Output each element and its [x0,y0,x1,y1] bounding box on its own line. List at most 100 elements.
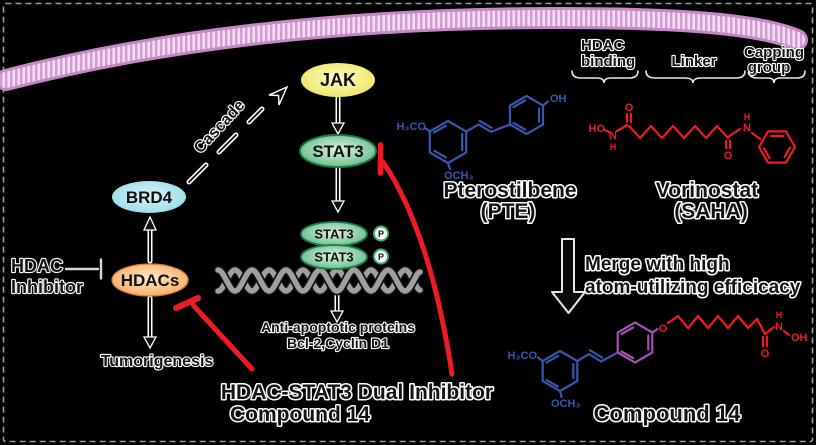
arrow-dna-genes-head-icon [329,310,345,324]
phospho-top-label: P [378,229,384,239]
anti-apoptotic-line2: Bcl-2,Cyclin D1 [287,335,389,351]
arrow-hdacs-tumor-head-icon [142,336,158,350]
c14-n-label: N [775,321,783,333]
pte-methoxy-top-label: H₃CO [396,121,426,133]
dna-strand-a [215,267,423,294]
brd4-node [112,181,186,213]
saha-name: Vorinostat [656,179,758,202]
pterostilbene-structure: H₃CO OCH₃ OH [396,93,566,182]
stat3-dimer-top-label: STAT3 [314,227,353,242]
tumorigenesis-label: Tumorigenesis [101,353,214,370]
saha-n-ring-bond [750,131,762,141]
c14-methoxy-top-label: H₃CO [507,350,537,362]
c14-purple-double-bonds [620,326,650,360]
dna-helix [213,265,425,296]
inhibition-bar-hdacs [173,295,201,311]
saha-n-right-label: N [743,122,751,134]
merge-caption-line1: Merge with high [585,254,730,275]
pte-ring2-double-bonds [512,99,541,131]
arrow-hdacs-brd4-head-icon [142,215,158,231]
saha-carbonyl-left [625,112,633,124]
jak-node [301,63,375,97]
region-linker-label: Linker [671,53,716,70]
phospho-badge-bottom [373,248,389,265]
pharmacophore-regions: HDAC binding Linker Capping group [571,36,806,84]
c14-oh-label: OH [791,332,808,344]
cascade-arrowhead-icon [268,85,289,106]
saha-h-left-label: H [610,142,617,152]
brace-capping [748,70,806,84]
c14-chain [666,314,767,336]
region-hdac-binding-line2: binding [581,53,635,70]
pathway-arrows [142,95,346,350]
saha-abbr: (SAHA) [674,200,748,223]
stat3-label: STAT3 [312,142,363,161]
pte-oh-bond [541,100,550,107]
c14-ether-bond [651,327,659,334]
brd4-label: BRD4 [126,188,173,207]
dual-inhibitor-line1: HDAC-STAT3 Dual Inhibitor [221,381,493,404]
hdac-inhibitor-label-line2: Inhibitor [11,277,83,297]
c14-carbonyl [761,335,769,348]
compound14-linker-part: O O N H OH [659,310,808,360]
vorinostat-structure: HO N H O O N H [589,102,797,164]
hdac-inhibitor-tbar [64,258,103,280]
pte-substituent-bonds [423,126,452,171]
hdacs-node [111,263,189,297]
inhibition-curve-to-stat3 [380,159,455,377]
saha-carbonyl-right [724,139,732,150]
compound14-capping-ring [616,321,659,364]
saha-ho-label: HO [589,123,606,135]
hdac-inhibitor-label-line1: HDAC [11,256,63,276]
membrane-lipid-texture [0,9,805,88]
c14-vinyl-double [588,349,604,359]
compound14-blue-part: H₃CO OCH₃ [507,349,619,410]
anti-apoptotic-line1: Anti-apoptotic proteins [261,319,415,335]
phospho-badge-top [373,225,389,242]
inhibition-line-to-hdacs [190,302,255,372]
pte-vinyl-double [478,119,493,129]
saha-phenyl-double-bonds [762,134,792,160]
pte-methoxy-bottom-label: OCH₃ [444,170,474,182]
brace-hdac-binding [571,70,639,84]
c14-h-label: H [776,310,783,320]
saha-chain [627,124,730,140]
saha-c-n-bond [726,127,742,139]
pte-ring1-double-bonds [432,124,464,159]
c14-o-carbonyl-label: O [761,348,770,360]
region-capping-line2: group [748,59,791,76]
stat3-dimer-bottom-label: STAT3 [314,250,353,265]
saha-o-right-label: O [724,150,733,162]
merge-arrow-icon [551,238,586,314]
region-hdac-binding-line1: HDAC [581,37,624,54]
pte-abbr: (PTE) [481,200,536,223]
arrow-stat3-dimer-head-icon [330,200,346,214]
phospho-bottom-label: P [378,252,384,262]
c14-vinyl [576,351,619,363]
compound14-name: Compound 14 [594,401,741,426]
pte-vinyl [465,123,512,133]
pathway-captions: HDAC Inhibitor Tumorigenesis Anti-apopto… [10,255,495,428]
dual-inhibitor-line2: Compound 14 [230,403,370,426]
saha-phenyl-ring [757,130,797,164]
saha-ho-n-bond [603,128,611,134]
stat3-dimer: STAT3 STAT3 P P [300,221,389,270]
hdacs-label: HDACs [121,271,180,290]
saha-o-left-label: O [625,102,634,114]
jak-label: JAK [320,70,356,90]
c14-ring1-double-bonds [545,354,575,388]
region-capping-line1: Capping [744,44,804,61]
c14-n-bonds [763,325,791,337]
merge-caption-line2: atom-utilizing efficicacy [585,277,801,298]
dna-strand-b [215,267,423,294]
pte-name: Pterostilbene [443,179,576,202]
cascade-dashes [188,108,263,183]
compound14-inhibition-lines [173,142,455,377]
stat3-node [299,134,377,168]
saha-h-right-label: H [744,112,751,122]
brace-linker [645,70,746,84]
